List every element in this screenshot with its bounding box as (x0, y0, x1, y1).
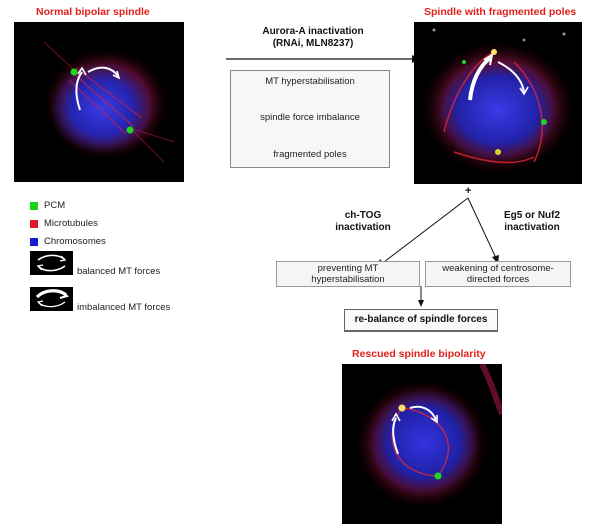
title-rescued-spindle: Rescued spindle bipolarity (352, 348, 486, 360)
box-left-line1: preventing MT (317, 263, 379, 274)
title-normal-spindle: Normal bipolar spindle (36, 6, 150, 18)
legend-label-microtubules: Microtubules (44, 218, 98, 229)
box-weakening-forces: weakening of centrosome- directed forces (425, 261, 571, 287)
legend-label-pcm: PCM (44, 200, 66, 211)
box-right-line2: directed forces (466, 274, 530, 285)
balanced-forces-label: balanced MT forces (77, 266, 161, 277)
step-fragmented-poles: fragmented poles (273, 149, 347, 160)
normal-spindle-image (14, 22, 184, 182)
chtog-label-line1: ch-TOG (344, 210, 382, 221)
chtog-label-line2: inactivation (335, 222, 391, 233)
steps-box: MT hyperstabilisation spindle force imba… (230, 70, 390, 168)
eg5-label-line1: Eg5 or Nuf2 (503, 210, 561, 221)
eg5-label-line2: inactivation (504, 222, 560, 233)
chromosomes-swatch (30, 238, 38, 246)
aurora-label-line1: Aurora-A inactivation (262, 26, 364, 37)
balanced-forces-icon (30, 251, 73, 275)
step-mt-hyperstabilisation: MT hyperstabilisation (265, 76, 355, 87)
fragmented-spindle-image (414, 22, 582, 184)
box-left-line2: hyperstabilisation (311, 274, 385, 285)
microtubules-swatch (30, 220, 38, 228)
rescued-spindle-image (342, 364, 502, 524)
imbalanced-forces-icon (30, 287, 73, 311)
box-right-line1: weakening of centrosome- (442, 263, 554, 274)
box-preventing-mt: preventing MT hyperstabilisation (276, 261, 420, 287)
rebalance-box: re-balance of spindle forces (344, 309, 498, 332)
aurora-label-line2: (RNAi, MLN8237) (272, 38, 354, 49)
plus-sign: + (465, 185, 472, 197)
title-fragmented-spindle: Spindle with fragmented poles (424, 6, 577, 18)
imbalanced-forces-label: imbalanced MT forces (77, 302, 171, 313)
step-force-imbalance: spindle force imbalance (260, 112, 360, 123)
legend-label-chromosomes: Chromosomes (44, 236, 106, 247)
pcm-swatch (30, 202, 38, 210)
